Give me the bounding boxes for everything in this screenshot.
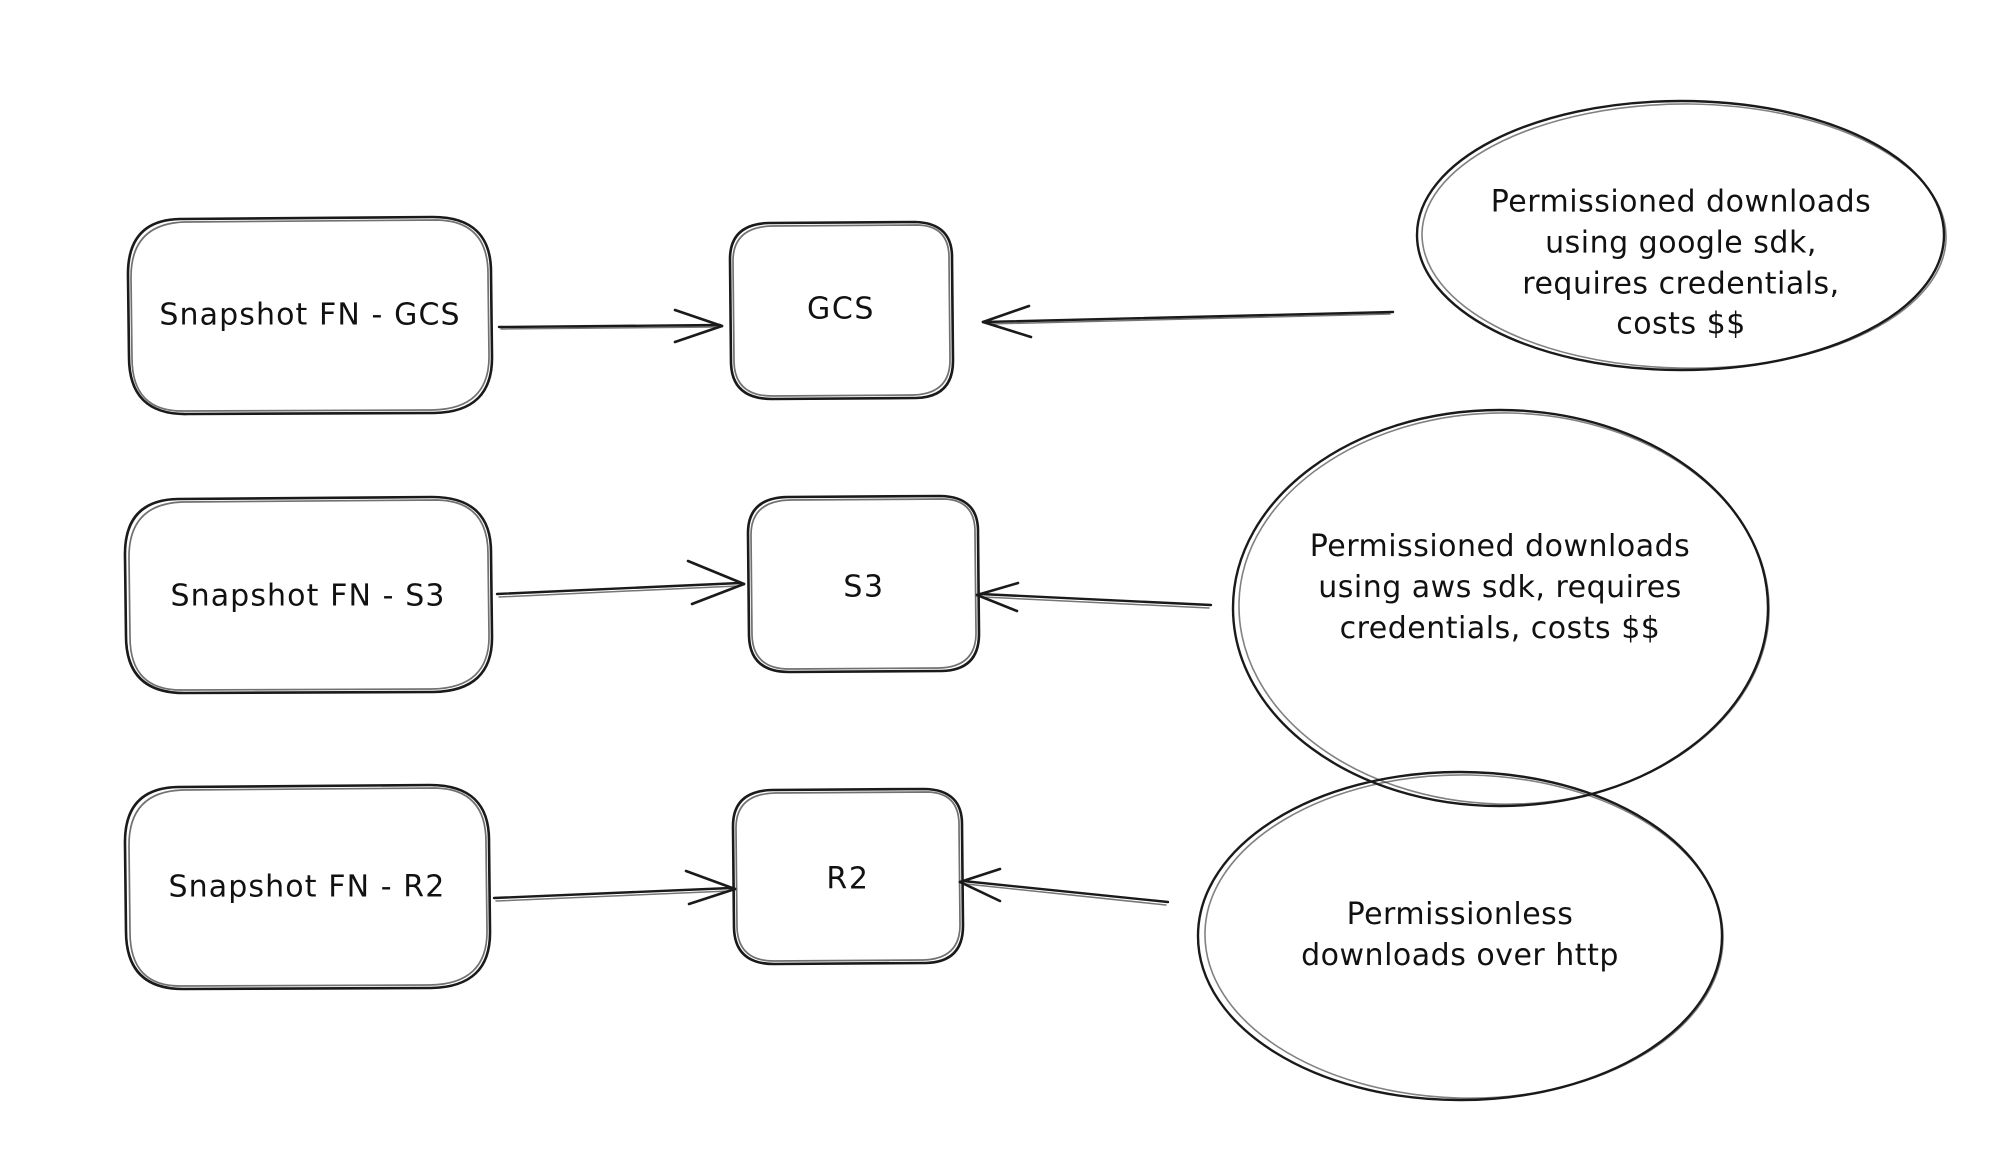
note-s3-shape (1231, 408, 1770, 808)
arrow-snapshot-gcs-to-gcs (497, 308, 724, 344)
arrow-note-r2-to-r2 (958, 867, 1170, 906)
arrow-note-gcs-to-gcs (981, 304, 1395, 339)
node-gcs-shape[interactable] (728, 220, 955, 401)
arrow-snapshot-r2-to-r2 (492, 869, 737, 906)
note-r2-shape (1196, 770, 1724, 1102)
node-r2-shape[interactable] (731, 787, 965, 966)
arrow-note-s3-to-s3 (975, 581, 1213, 613)
note-gcs-shape (1415, 99, 1947, 372)
node-snapshot-fn-s3-shape[interactable] (123, 495, 494, 695)
node-snapshot-fn-gcs-shape[interactable] (126, 215, 494, 416)
node-s3-shape[interactable] (746, 494, 981, 674)
node-snapshot-fn-r2-shape[interactable] (123, 783, 492, 991)
arrow-snapshot-s3-to-s3 (495, 559, 746, 606)
